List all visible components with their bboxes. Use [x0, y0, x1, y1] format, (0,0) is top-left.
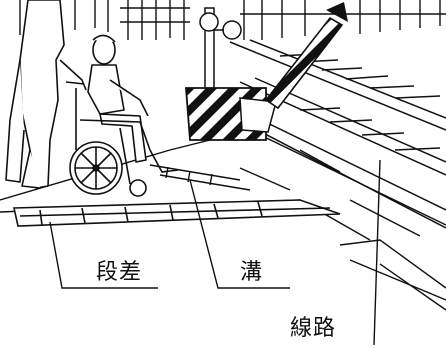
label-track: 線路 — [290, 316, 337, 341]
wheelchair-user — [87, 34, 149, 163]
label-step: 段差 — [96, 260, 143, 285]
step-curb — [13, 199, 341, 227]
leader-line-ditch — [189, 179, 290, 289]
label-ditch: 溝 — [240, 260, 264, 285]
wheelchair — [65, 81, 179, 197]
ditch — [149, 164, 251, 191]
crossing-gate — [185, 2, 348, 141]
caregiver-figure — [5, 0, 87, 189]
leader-line-step — [49, 221, 158, 289]
barrier-arm — [264, 2, 348, 110]
leader-line-track — [373, 159, 381, 346]
